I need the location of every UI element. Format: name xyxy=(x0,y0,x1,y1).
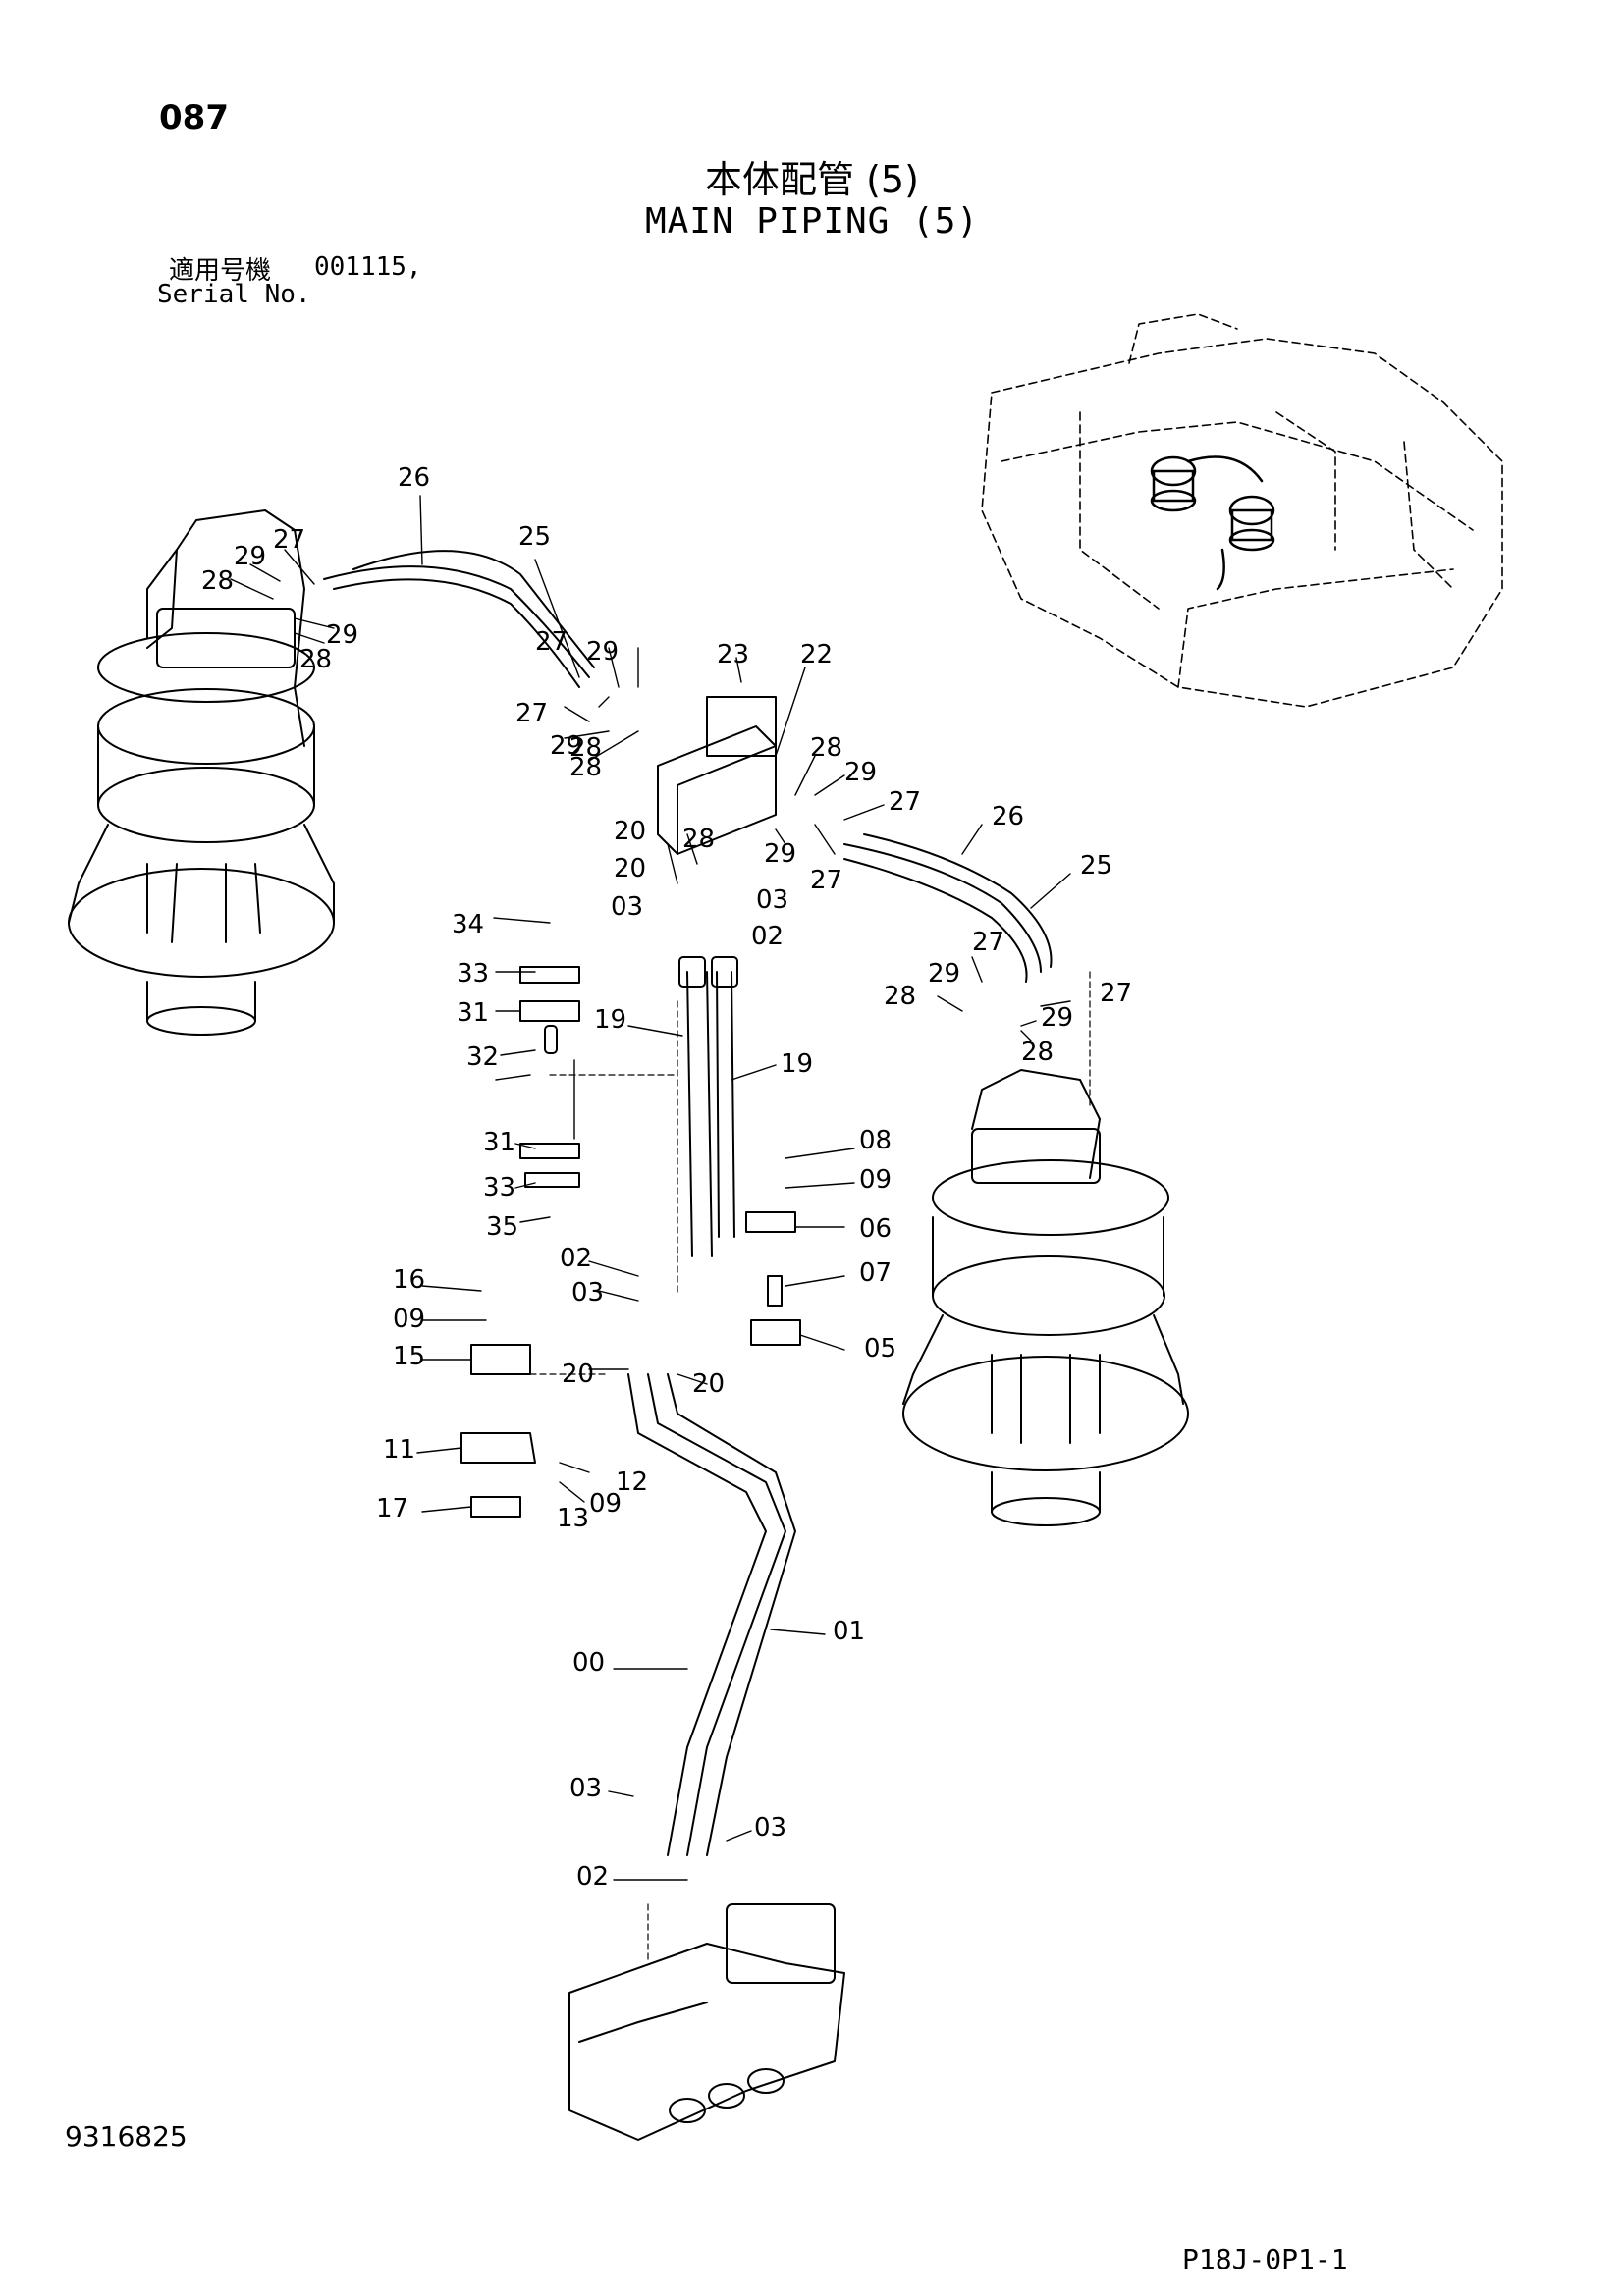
part-callout-27: 27 xyxy=(1100,979,1132,1008)
part-callout-05: 05 xyxy=(864,1334,896,1363)
serial-label-japanese: 適用号機 xyxy=(169,256,272,286)
alignment-lines xyxy=(500,971,1091,1964)
part-callout-28: 28 xyxy=(810,733,842,763)
part-callout-16: 16 xyxy=(393,1265,425,1295)
part-callout-29: 29 xyxy=(234,542,266,571)
part-callout-03: 03 xyxy=(611,892,643,922)
part-callout-28: 28 xyxy=(1021,1038,1054,1067)
part-callout-35: 35 xyxy=(486,1212,518,1242)
part-callout-27: 27 xyxy=(515,699,548,728)
control-valve xyxy=(568,1903,845,2141)
part-callout-20: 20 xyxy=(614,854,646,883)
page-title-japanese: 本体配管 (5) xyxy=(705,158,919,201)
part-callout-01: 01 xyxy=(833,1617,865,1646)
part-callout-03: 03 xyxy=(569,1774,602,1803)
part-callout-09: 09 xyxy=(859,1165,892,1195)
part-callout-29: 29 xyxy=(326,620,358,650)
part-callout-29: 29 xyxy=(550,731,582,761)
part-callout-31: 31 xyxy=(483,1128,515,1157)
part-callout-20: 20 xyxy=(692,1369,725,1399)
part-callout-03: 03 xyxy=(756,885,788,915)
part-callout-33: 33 xyxy=(457,959,489,988)
clamp-parts xyxy=(460,966,801,1518)
inset-motors-highlight xyxy=(1150,455,1275,591)
hoses-right-25-26 xyxy=(843,833,1053,983)
part-callout-27: 27 xyxy=(889,787,921,817)
part-callout-11: 11 xyxy=(383,1435,415,1465)
part-callout-02: 02 xyxy=(576,1862,609,1892)
part-callout-28: 28 xyxy=(884,982,916,1011)
figure-code: P18J-0P1-1 xyxy=(1182,2243,1348,2275)
part-callout-09: 09 xyxy=(393,1305,425,1334)
part-callout-19: 19 xyxy=(781,1049,813,1079)
part-callout-02: 02 xyxy=(560,1244,592,1273)
part-callout-29: 29 xyxy=(586,637,619,667)
part-callout-29: 29 xyxy=(928,959,960,988)
part-callout-03: 03 xyxy=(754,1813,786,1842)
part-callout-29: 29 xyxy=(764,839,796,869)
part-callout-31: 31 xyxy=(457,998,489,1028)
part-callout-25: 25 xyxy=(1080,851,1112,881)
hoses-19 xyxy=(678,956,738,1257)
part-callout-08: 08 xyxy=(859,1126,892,1155)
serial-number: 001115, xyxy=(314,252,422,282)
part-callout-12: 12 xyxy=(616,1468,648,1497)
right-swing-motor xyxy=(902,1069,1189,1526)
tubes-00-01 xyxy=(627,1373,796,1856)
part-callout-20: 20 xyxy=(614,817,646,846)
part-callout-28: 28 xyxy=(299,645,332,674)
part-callout-03: 03 xyxy=(571,1278,604,1308)
junction-block xyxy=(657,696,777,855)
document-number: 9316825 xyxy=(65,2120,188,2153)
part-callout-28: 28 xyxy=(682,825,715,854)
part-callout-06: 06 xyxy=(859,1214,892,1244)
serial-label-english: Serial No. xyxy=(157,280,311,309)
part-callout-32: 32 xyxy=(466,1042,499,1072)
part-callout-15: 15 xyxy=(393,1342,425,1371)
part-callout-34: 34 xyxy=(452,910,484,939)
part-callout-28: 28 xyxy=(201,566,234,596)
part-callout-33: 33 xyxy=(483,1173,515,1202)
part-callout-17: 17 xyxy=(376,1494,408,1523)
part-callout-23: 23 xyxy=(717,640,749,669)
part-callout-28: 28 xyxy=(569,753,602,782)
part-callout-28: 28 xyxy=(569,733,602,763)
part-callout-02: 02 xyxy=(751,922,784,951)
part-callout-29: 29 xyxy=(844,758,877,787)
part-callout-27: 27 xyxy=(273,525,305,555)
machine-overview-inset xyxy=(981,313,1503,708)
part-callout-19: 19 xyxy=(594,1005,626,1035)
part-callout-22: 22 xyxy=(800,640,833,669)
part-callout-25: 25 xyxy=(518,522,551,552)
hoses-left-25-26 xyxy=(323,550,595,688)
part-callout-07: 07 xyxy=(859,1258,892,1288)
part-callout-00: 00 xyxy=(572,1648,605,1678)
part-callout-27: 27 xyxy=(972,928,1004,957)
part-callout-20: 20 xyxy=(562,1360,594,1389)
part-callout-29: 29 xyxy=(1041,1003,1073,1033)
leader-lines xyxy=(230,495,1071,1881)
part-callout-27: 27 xyxy=(810,866,842,895)
left-swing-motor xyxy=(68,509,335,1036)
part-callout-09: 09 xyxy=(589,1489,622,1519)
page-title-english: MAIN PIPING (5) xyxy=(644,201,980,241)
part-callout-13: 13 xyxy=(557,1504,589,1533)
part-callout-26: 26 xyxy=(992,802,1024,831)
page-number: 087 xyxy=(159,98,229,137)
part-callout-26: 26 xyxy=(398,463,430,493)
part-callout-27: 27 xyxy=(535,627,568,657)
